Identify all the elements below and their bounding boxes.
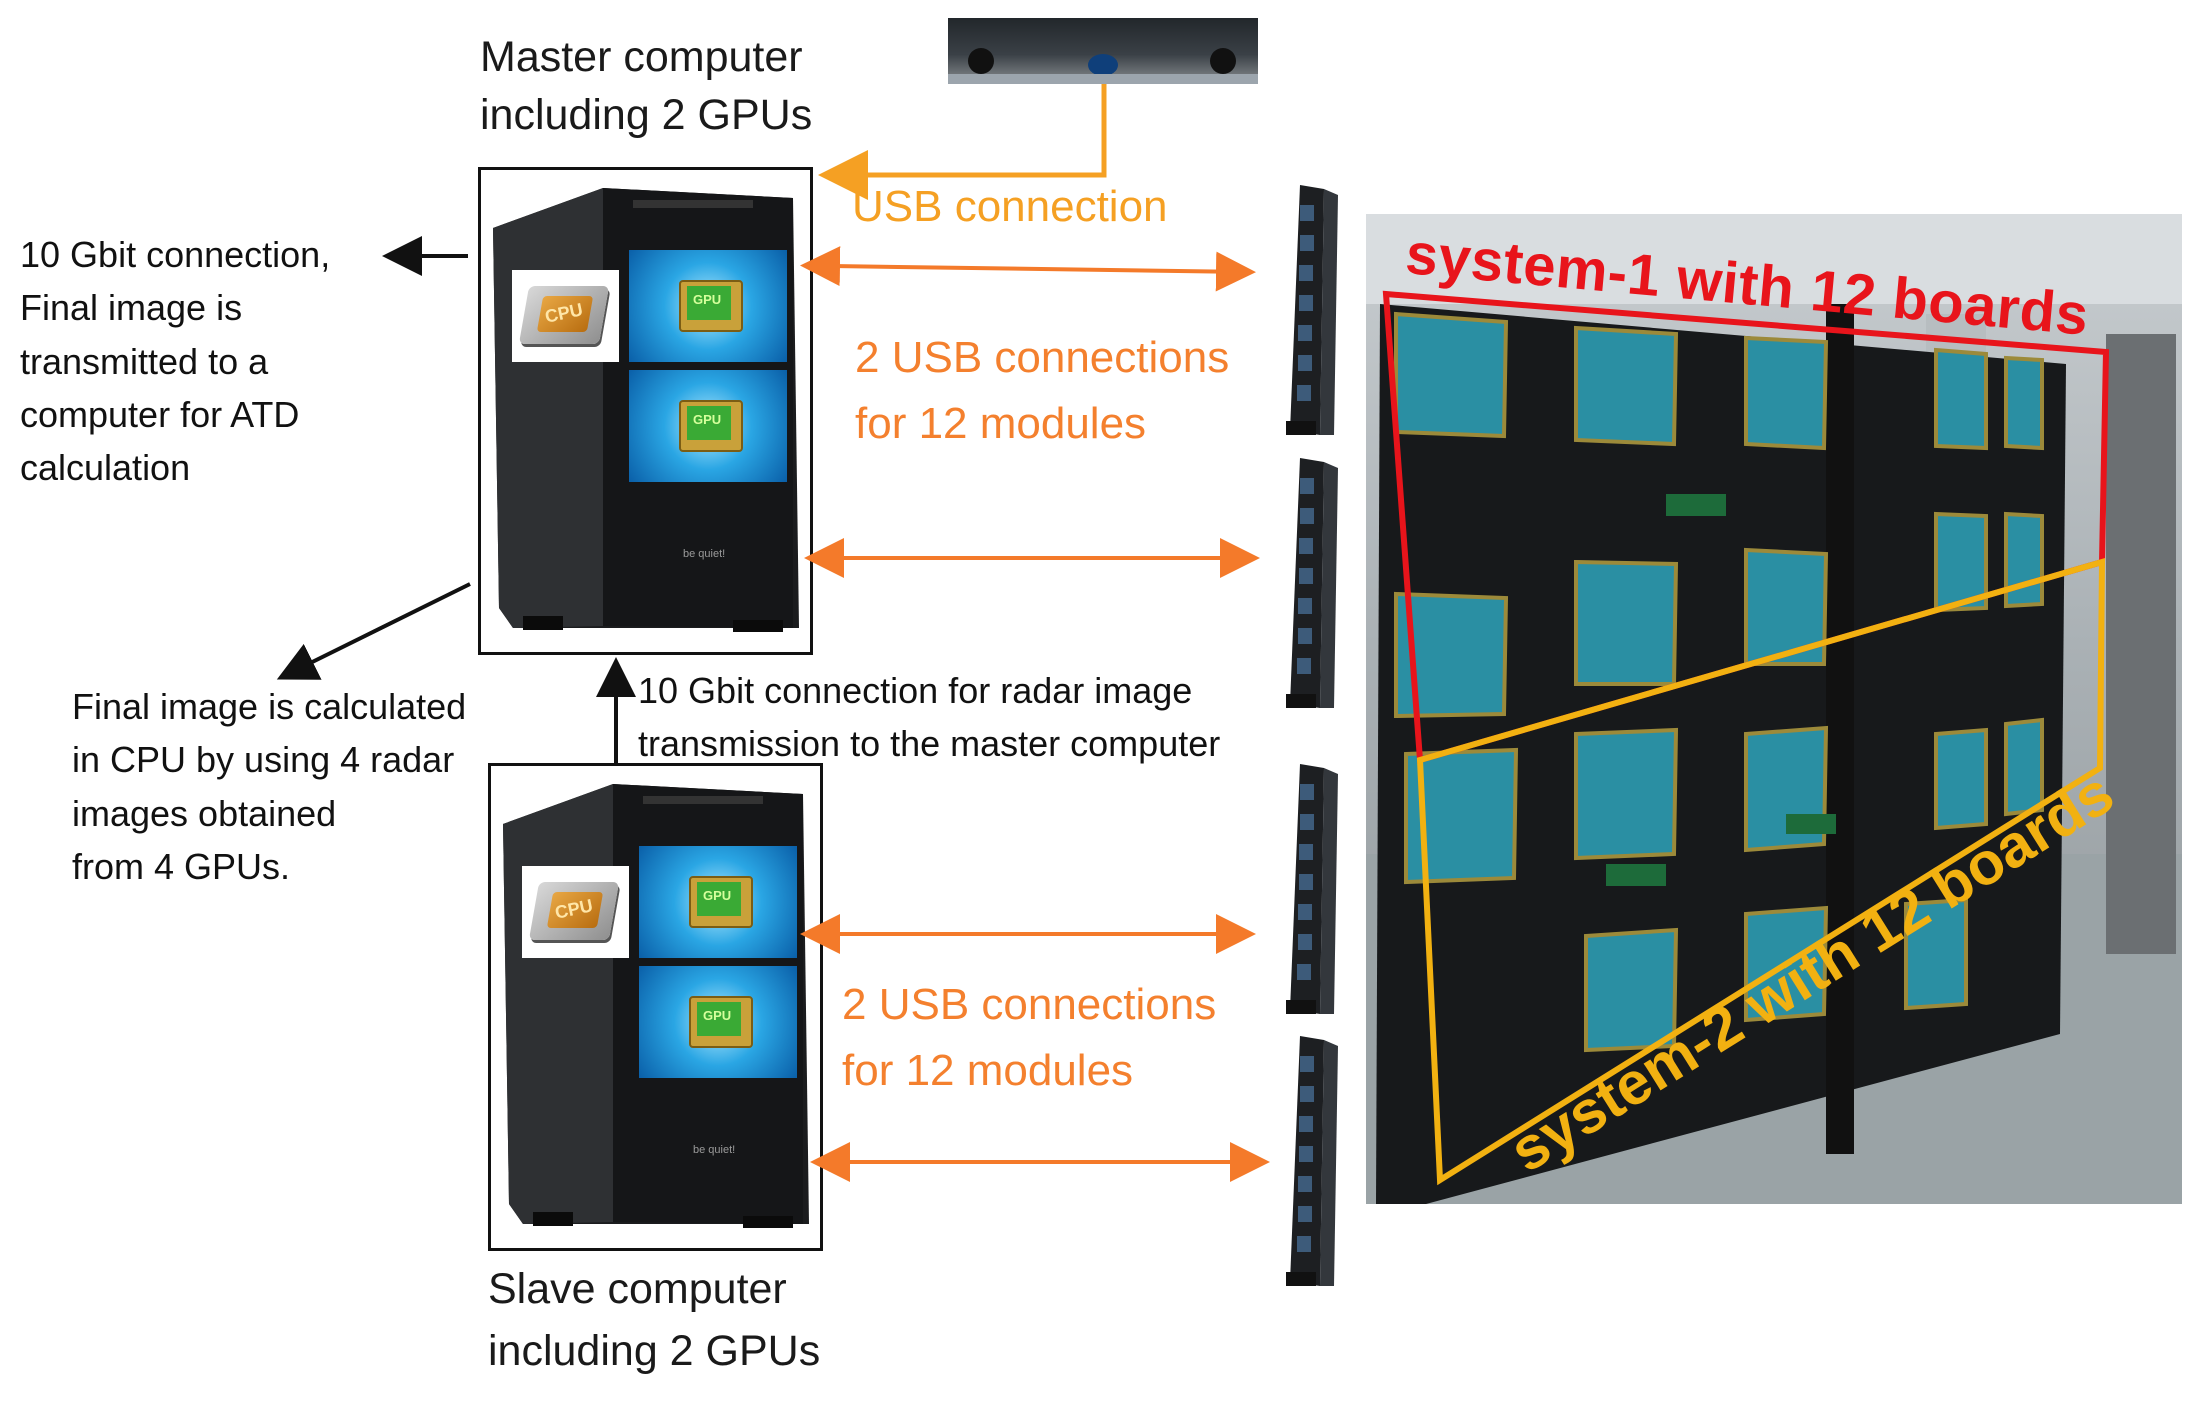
master-usb-label: 2 USB connections for 12 modules: [855, 333, 1230, 448]
case-brand-label: be quiet!: [683, 548, 726, 560]
master-caption: Master computer including 2 GPUs: [480, 33, 813, 139]
usb-camera-arrow: [818, 84, 1107, 200]
radar-array-photo: system-1 with 12 boards system-2 with 12…: [1366, 214, 2182, 1204]
cpu-chip-icon: CPU: [512, 270, 619, 362]
gpu-chip-icon: GPU: [629, 250, 787, 362]
slave-caption: Slave computer including 2 GPUs: [488, 1265, 821, 1375]
radar-array-drawing: [1366, 214, 2182, 1204]
gpu-chip-icon: GPU: [639, 966, 797, 1078]
case-brand-label: be quiet!: [693, 1144, 736, 1156]
usb-camera: [948, 18, 1258, 84]
camera-screw-icon: [968, 48, 994, 74]
gpu-chip-icon: GPU: [629, 370, 787, 482]
slave-usb-label: 2 USB connections for 12 modules: [842, 980, 1217, 1095]
gbit-radar-label: 10 Gbit connection for radar image trans…: [638, 670, 1221, 765]
usb-connection-label: USB connection: [852, 182, 1168, 231]
camera-lens-icon: [1088, 54, 1118, 76]
system2-outline: [1416, 557, 2106, 1186]
atd-note: 10 Gbit connection, Final image is trans…: [20, 234, 331, 489]
slave-computer: be quiet! CPU GPU GPU: [488, 763, 823, 1251]
gpu-chip-icon: GPU: [639, 846, 797, 958]
final-image-note: Final image is calculated in CPU by usin…: [72, 686, 467, 887]
master-computer: be quiet! CPU GPU GPU: [478, 167, 813, 655]
camera-screw-icon: [1210, 48, 1236, 74]
cpu-chip-icon: CPU: [522, 866, 629, 958]
master-hub1-arrow: [800, 246, 1256, 292]
final-image-arrow: [276, 582, 471, 680]
